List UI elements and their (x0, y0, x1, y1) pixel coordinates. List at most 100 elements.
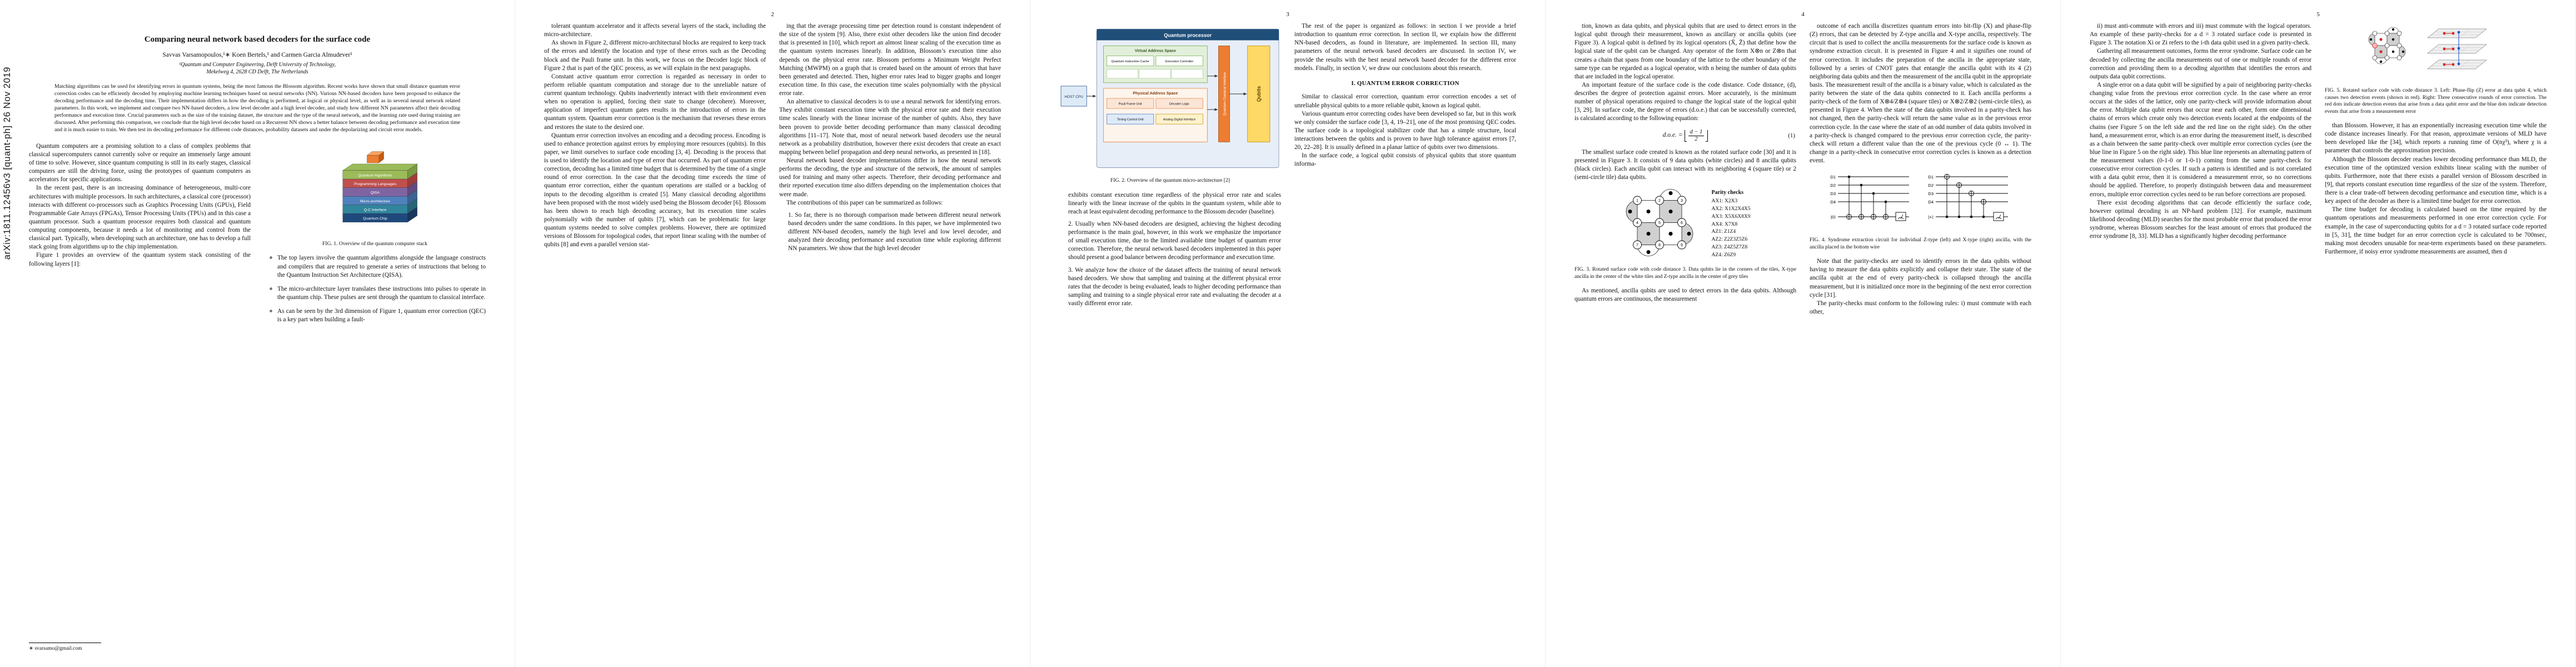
decoder-logic-label: Decoder Logic (1169, 103, 1189, 106)
data-qubit-label: 4 (1636, 221, 1638, 225)
ancilla-label: |0⟩ (1831, 215, 1836, 220)
pauli-frame-unit-label: Pauli Frame Unit (1119, 103, 1142, 106)
measurement-box (1895, 212, 1906, 221)
surface-code-lattice: 1 2 3 4 5 6 7 8 9 (1626, 189, 1693, 256)
wire-label: D1 (1928, 175, 1934, 180)
data-qubit-label: 5 (1658, 221, 1661, 225)
page-5-left-column: ii) must anti-commute with errors and ii… (2090, 22, 2311, 653)
syndrome-extraction-circuit: D1 D2 D3 D4 |0⟩ (1830, 174, 2008, 221)
wire-label: D4 (1830, 200, 1836, 205)
wire-label: D4 (1928, 200, 1934, 205)
measurement-error-dots (2457, 31, 2460, 66)
paragraph: tolerant quantum accelerator and it affe… (544, 23, 766, 38)
wire-label: D3 (1928, 191, 1934, 196)
footnote: ∗ svarsamo@gmail.com (29, 643, 251, 651)
paragraph: tion, known as data qubits, and physical… (1575, 23, 1796, 80)
host-cpu-label: HOST CPU (1064, 95, 1083, 99)
stack-layer-label: Programming Languages (354, 182, 397, 186)
paragraph: Although the Blossom decoder reaches low… (2325, 156, 2547, 205)
page-4-columns: tion, known as data qubits, and physical… (1575, 22, 2031, 653)
ancilla-label: |+⟩ (1929, 215, 1934, 220)
parity-check: AZ1: Z1Z4 (1711, 229, 1736, 235)
data-qubit-numbers: 1 2 3 4 5 6 7 8 9 (1636, 199, 1683, 247)
paragraph: Note that the parity-checks are used to … (1810, 258, 2031, 298)
parity-checks-list: Parity checks AX1: X2X3 AX2: X1X2X4X5 AX… (1712, 189, 1751, 260)
analog-digital-label: Analog-Digital Interface (1163, 118, 1195, 122)
right-lattice-stack (2426, 28, 2487, 69)
affiliation-line-1: ¹Quantum and Computer Engineering, Delft… (179, 61, 336, 68)
x-ancilla-circuit: D1 D2 D3 D4 |+⟩ (1928, 174, 2008, 221)
floor-bracket-left (1684, 130, 1687, 142)
data-error-dots (2443, 32, 2454, 66)
paragraph: The smallest surface code created is kno… (1575, 148, 1796, 181)
data-qubit-label: 6 (1681, 221, 1683, 225)
diagram-arrows (1207, 74, 1247, 111)
floor-bracket-right (1706, 130, 1708, 142)
page-4: 4 tion, known as data qubits, and physic… (1546, 0, 2061, 667)
paragraph: In the surface code, a logical qubit con… (1294, 152, 1516, 168)
detection-event-dot (2379, 38, 2383, 41)
paragraph: The contributions of this paper can be s… (786, 199, 943, 206)
data-qubit-label: 7 (1636, 243, 1638, 247)
figure-4-caption: FIG. 4. Syndrome extraction circuit for … (1810, 237, 2031, 250)
page-number: 2 (771, 11, 774, 18)
paragraph: Similar to classical error correction, q… (1294, 93, 1516, 109)
stack-layer-label: Micro-architecture (360, 200, 390, 203)
parity-check: AX3: X5X6X8X9 (1711, 213, 1751, 220)
paragraph: Neural network based decoder implementat… (779, 157, 1001, 198)
parity-check: AX1: X2X3 (1711, 198, 1738, 205)
fraction-denominator: 2 (1695, 136, 1698, 142)
numbered-item: 1. So far, there is no thorough comparis… (788, 211, 1001, 252)
page-2-right-column: ing that the average processing time per… (779, 22, 1001, 653)
virtual-address-space-region: Virtual Address Space Quantum Instructio… (1103, 46, 1208, 83)
stack-layers (342, 163, 417, 222)
paragraph: A single error on a data qubit will be s… (2090, 81, 2311, 198)
paragraph: The parity-checks must conform to the fo… (1810, 300, 2031, 315)
paragraph: Various quantum error correcting codes h… (1294, 110, 1516, 151)
host-cpu-box: HOST CPU (1060, 86, 1097, 107)
figure-3: 1 2 3 4 5 6 7 8 9 Parity checks (1575, 185, 1796, 280)
page-5-right-column: FIG. 5. Rotated surface code with code d… (2325, 22, 2547, 653)
paragraph: ii) must anti-commute with errors and ii… (2090, 23, 2311, 47)
parity-check: AX4: X7X8 (1711, 221, 1738, 227)
paragraph: Gathering all measurement outcomes, form… (2090, 48, 2311, 80)
page-number: 3 (1286, 11, 1289, 18)
data-qubit-label: 2 (1658, 199, 1661, 203)
footnote-email: ∗ svarsamo@gmail.com (29, 646, 82, 651)
quantum-stack-diagram: Quantum Algorithms Programming Languages… (342, 151, 417, 222)
parity-check: AZ3: Z4Z5Z7Z8 (1711, 244, 1748, 250)
page-2: 2 tolerant quantum accelerator and it af… (515, 0, 1030, 667)
figure-1: Quantum Algorithms Programming Languages… (264, 146, 486, 248)
physical-address-space-region: Physical Address Space Pauli Frame Unit … (1103, 88, 1208, 142)
paragraph: Figure 1 provides an overview of the qua… (29, 252, 251, 267)
error-qubit (2371, 43, 2378, 48)
abstract: Matching algorithms can be used for iden… (54, 83, 460, 133)
paragraph: The rest of the paper is organized as fo… (1294, 23, 1516, 72)
numbered-item: 3. We analyze how the choice of the data… (1068, 266, 1281, 307)
page-2-columns: tolerant quantum accelerator and it affe… (544, 22, 1001, 653)
section-heading: I. QUANTUM ERROR CORRECTION (1351, 79, 1459, 87)
figure-1-caption: FIG. 1. Overview of the quantum computer… (322, 240, 427, 247)
stack-layer-label: Quantum Chip (363, 217, 387, 221)
timing-control-label: Timing Control Unit (1117, 118, 1144, 122)
paragraph: An alternative to classical decoders is … (779, 98, 1001, 156)
equation-number: (1) (1788, 132, 1795, 139)
paragraph: An important feature of the surface code… (1575, 81, 1796, 122)
left-lattice-ancillas (2369, 28, 2404, 63)
wire-label: D3 (1830, 191, 1836, 196)
stack-top-face (342, 163, 417, 171)
paragraph: outcome of each ancilla discretizes quan… (1810, 23, 2031, 164)
figure-4: D1 D2 D3 D4 |0⟩ (1810, 168, 2031, 251)
stack-layers-list: The top layers involve the quantum algor… (264, 254, 486, 324)
equation-1: d.o.e. = d − 1 2 (1) (1575, 129, 1796, 143)
execution-controller-label: Execution Controller (1165, 60, 1194, 63)
numbered-item-continuation: exhibits constant execution time regardl… (1068, 191, 1281, 215)
figure-5: FIG. 5. Rotated surface code with code d… (2325, 26, 2547, 115)
stack-layer-label: QISA (370, 191, 380, 195)
equation-lhs: d.o.e. = (1662, 132, 1683, 139)
stack-top-cube (366, 151, 384, 163)
parity-checks-title: Parity checks (1711, 189, 1744, 196)
paragraph: There exist decoding algorithms that can… (2090, 199, 2311, 240)
paragraph: Quantum error correction involves an enc… (544, 132, 766, 248)
page-number: 4 (1801, 11, 1805, 18)
